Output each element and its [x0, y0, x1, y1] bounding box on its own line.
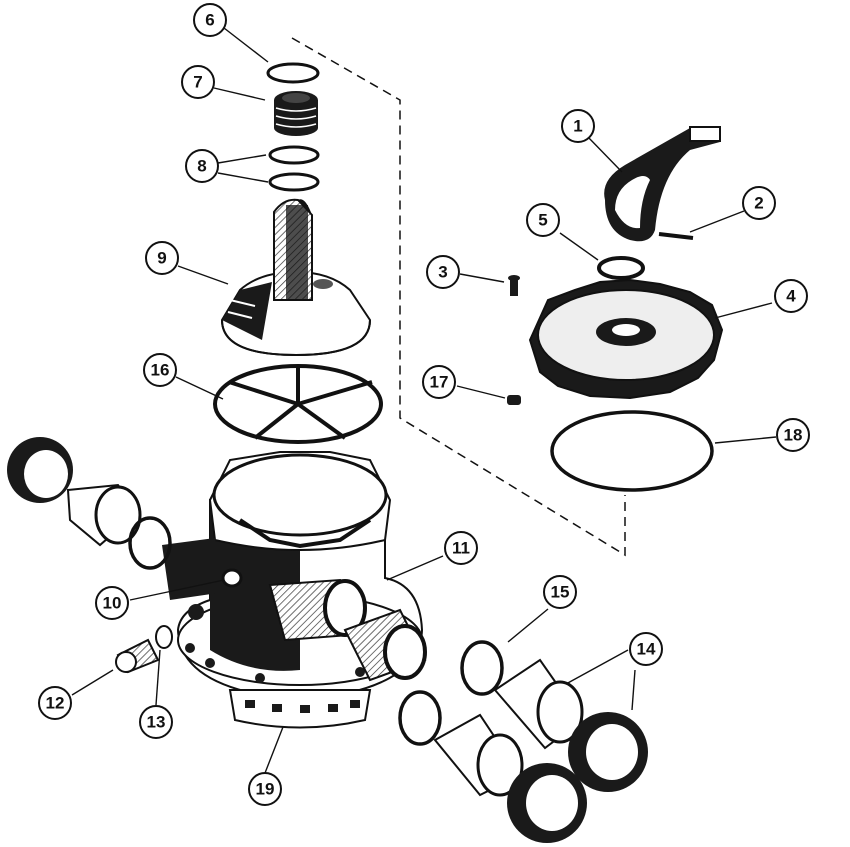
rotor: [220, 198, 372, 357]
nut: [507, 395, 521, 405]
cover-o-ring: [550, 410, 714, 492]
svg-text:8: 8: [197, 157, 206, 176]
o-ring-cover: [597, 256, 645, 280]
svg-text:9: 9: [157, 249, 166, 268]
svg-text:5: 5: [538, 211, 547, 230]
left-union-nut: [7, 437, 73, 503]
callout-13: 13: [139, 705, 173, 739]
union-tail-lower: [433, 713, 524, 797]
svg-text:3: 3: [438, 263, 447, 282]
svg-text:19: 19: [256, 780, 275, 799]
svg-text:6: 6: [205, 11, 214, 30]
callout-12: 12: [38, 686, 72, 720]
union-nut-upper: [568, 712, 648, 792]
svg-text:17: 17: [430, 373, 449, 392]
callout-8: 8: [185, 149, 219, 183]
left-o-ring: [128, 516, 172, 570]
callout-18: 18: [776, 418, 810, 452]
svg-text:12: 12: [46, 694, 65, 713]
drain-plug: [115, 638, 160, 674]
callout-2: 2: [742, 186, 776, 220]
callout-17: 17: [422, 365, 456, 399]
handle: [604, 126, 721, 242]
callout-14: 14: [629, 632, 663, 666]
callout-5: 5: [526, 203, 560, 237]
callout-16: 16: [143, 353, 177, 387]
callout-9: 9: [145, 241, 179, 275]
spider-gasket: [213, 364, 383, 444]
screw: [508, 275, 520, 296]
svg-text:13: 13: [147, 713, 166, 732]
callout-6: 6: [193, 3, 227, 37]
pin: [658, 232, 694, 240]
left-union-tail: [66, 483, 142, 547]
callout-11: 11: [444, 531, 478, 565]
o-ring-top: [266, 62, 320, 84]
svg-text:10: 10: [103, 594, 122, 613]
union-o-ring-lower: [398, 690, 442, 746]
svg-text:4: 4: [786, 287, 796, 306]
svg-text:16: 16: [151, 361, 170, 380]
o-rings-pair: [268, 145, 320, 192]
svg-text:11: 11: [452, 539, 470, 558]
valve-cover: [528, 278, 724, 400]
svg-text:14: 14: [637, 640, 656, 659]
callout-3: 3: [426, 255, 460, 289]
union-nut-lower: [507, 763, 587, 843]
callout-19: 19: [248, 772, 282, 806]
union-tail-upper: [493, 658, 584, 750]
callout-7: 7: [181, 65, 215, 99]
callout-4: 4: [774, 279, 808, 313]
callout-1: 1: [561, 109, 595, 143]
svg-text:15: 15: [551, 583, 570, 602]
svg-text:2: 2: [754, 194, 763, 213]
spring: [274, 91, 318, 136]
valve-body: [162, 451, 427, 702]
svg-text:1: 1: [573, 117, 582, 136]
callout-15: 15: [543, 575, 577, 609]
svg-text:7: 7: [193, 73, 202, 92]
union-o-ring-upper: [460, 640, 504, 696]
base: [228, 689, 372, 729]
callout-10: 10: [95, 586, 129, 620]
drain-o-ring: [155, 625, 173, 649]
svg-text:18: 18: [784, 426, 803, 445]
assembly-guide-lines: [291, 37, 626, 557]
leader-lines: [71, 27, 777, 774]
